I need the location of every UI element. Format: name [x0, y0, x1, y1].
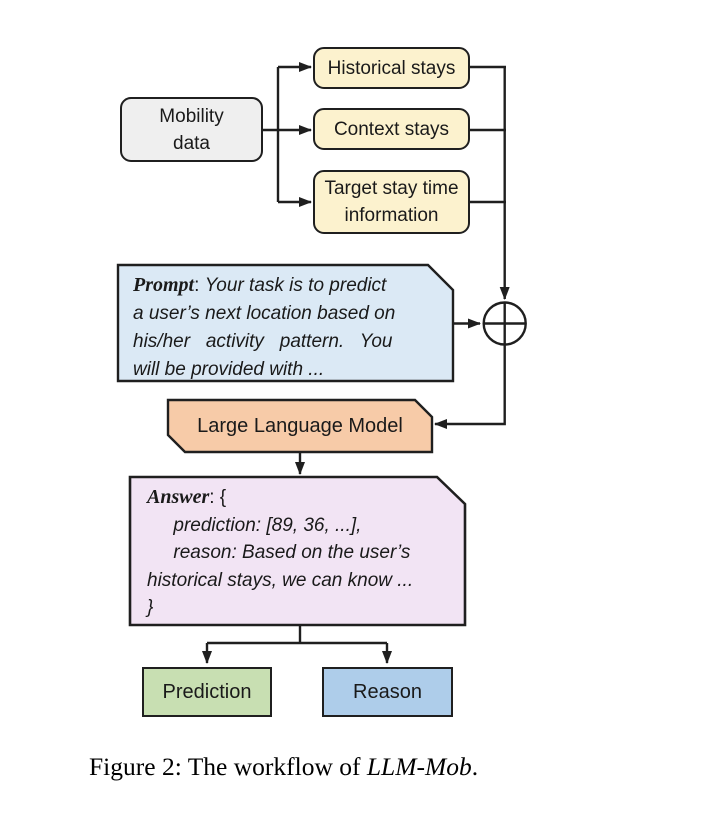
node-large-language-model: Large Language Model	[168, 400, 432, 452]
prompt-body: Your task is to predict a user’s next lo…	[133, 275, 396, 380]
prompt-keyword: Prompt	[133, 274, 195, 296]
caption-prefix: Figure 2: The workflow of	[89, 752, 367, 781]
prediction-label: Prediction	[162, 680, 252, 703]
context-stays-label: Context stays	[333, 118, 450, 140]
caption-suffix: .	[471, 752, 479, 781]
node-reason: Reason	[322, 667, 453, 717]
merge-circle-plus-icon	[482, 301, 527, 346]
node-prediction: Prediction	[142, 667, 272, 717]
caption-emphasis: LLM-Mob	[366, 752, 472, 781]
llm-label: Large Language Model	[197, 414, 403, 437]
answer-keyword: Answer	[147, 486, 210, 508]
reason-label: Reason	[353, 680, 422, 703]
answer-box-text: Answer: { prediction: [89, 36, ...], rea…	[147, 484, 455, 624]
prompt-separator: :	[194, 275, 205, 296]
answer-body: prediction: [89, 36, ...], reason: Based…	[147, 514, 414, 619]
mobility-data-label: Mobility data	[159, 105, 224, 154]
historical-stays-label: Historical stays	[327, 57, 456, 79]
answer-separator: : {	[209, 487, 227, 508]
llm-box-shape	[166, 398, 434, 454]
node-target-stay-time: Target stay time information	[313, 170, 470, 234]
answer-split-line	[207, 625, 387, 645]
merge-to-llm-arrow	[434, 344, 506, 429]
node-context-stays: Context stays	[313, 108, 470, 150]
prompt-box-text: Prompt: Your task is to predict a user’s…	[133, 271, 445, 380]
node-historical-stays: Historical stays	[313, 47, 470, 89]
answer-box-shape	[128, 475, 467, 627]
prompt-box-shape	[116, 263, 455, 383]
figure-caption: Figure 2: The workflow of LLM-Mob.	[89, 752, 649, 782]
target-stay-time-label: Target stay time information	[324, 178, 459, 226]
node-mobility-data: Mobility data	[120, 97, 263, 162]
